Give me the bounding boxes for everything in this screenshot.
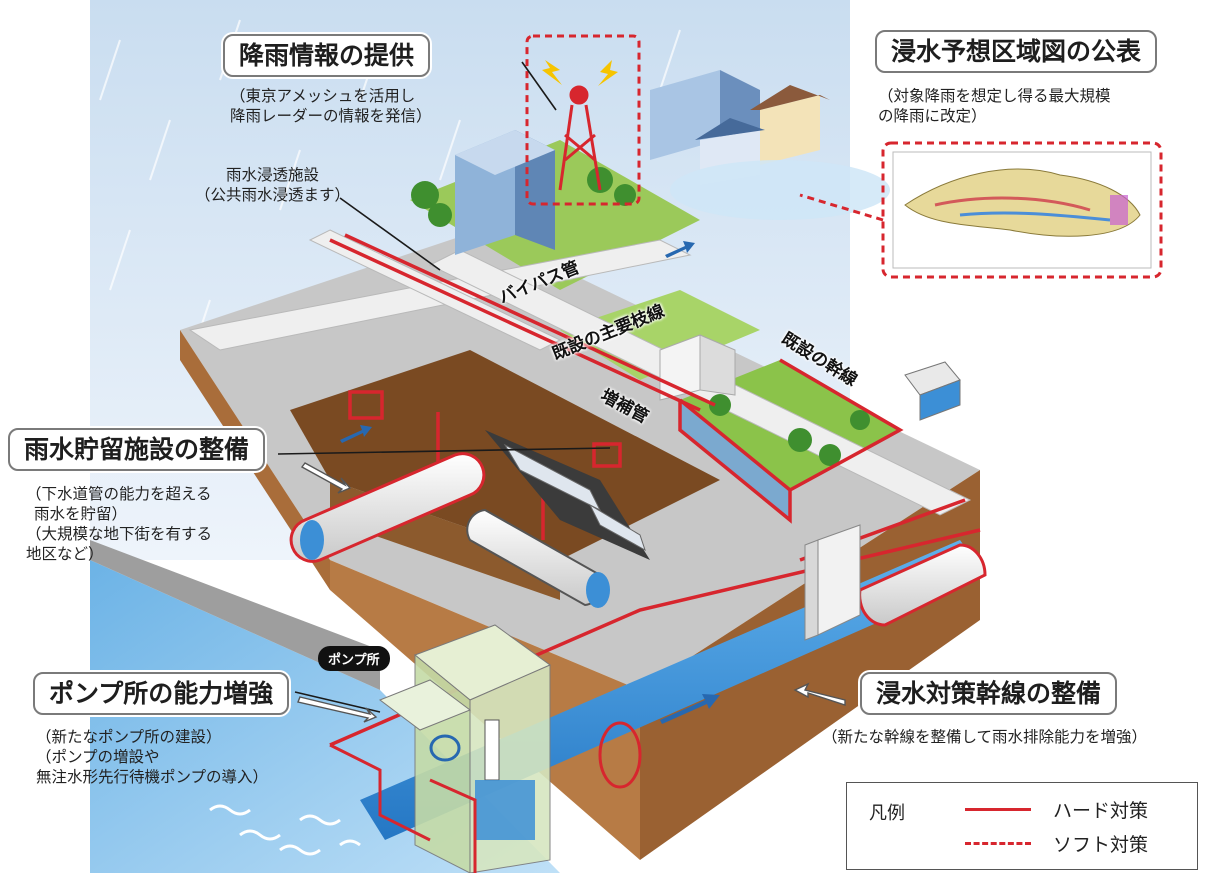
river-waves: [209, 804, 361, 856]
legend-label-hard: ハード対策: [1053, 799, 1149, 822]
tree-icon: [411, 167, 870, 466]
legend-swatch-dashed: [965, 841, 1031, 845]
outlet-box-icon: [904, 361, 961, 421]
pump-station-icon: [378, 624, 551, 873]
legend-item-hard: ハード対策: [965, 795, 1148, 823]
legend-item-soft: ソフト対策: [965, 829, 1148, 857]
flood-map-pointer: [799, 193, 884, 222]
callout-flood-map: 浸水予想区域図の公表: [875, 30, 1158, 74]
radar-tower-icon: [558, 85, 602, 191]
flood-map-thumbnail: [892, 151, 1152, 269]
note-line: （大規模な地下街を有する: [26, 525, 213, 544]
note-line: 雨水浸透施設: [226, 166, 320, 184]
radar-dashed-frame: [525, 34, 641, 206]
building-icon: [455, 130, 555, 255]
river-bank: [90, 540, 380, 690]
shaft-icon: [804, 524, 861, 641]
flow-arrow-icon: [660, 694, 720, 724]
note-line: 無注水形先行待機ポンプの導入）: [36, 768, 269, 787]
storage-pipe: [289, 452, 486, 563]
legend-label-soft: ソフト対策: [1053, 833, 1149, 856]
note-line: 雨水を貯留）: [34, 505, 128, 524]
note-line: （対象降雨を想定し得る最大規模: [878, 87, 1111, 105]
note-line: （東京アメッシュを活用し: [230, 87, 416, 105]
subway-train-icon: [503, 443, 646, 552]
outflow-channel: [329, 743, 477, 873]
flood-map-dashed-frame: [881, 141, 1163, 279]
storage-pipe: [466, 508, 610, 608]
callout-rain-info: 降雨情報の提供: [223, 34, 431, 78]
note-line: （下水道管の能力を超える: [26, 485, 212, 503]
note-rain-info: （東京アメッシュを活用し 降雨レーダーの情報を発信）: [230, 86, 432, 126]
note-pump: （新たなポンプ所の建設） （ポンプの増設や 無注水形先行待機ポンプの導入）: [36, 727, 268, 787]
legend: 凡例 ハード対策 ソフト対策: [846, 782, 1198, 870]
flow-arrow-icon: [340, 241, 695, 443]
note-line: （公共雨水浸透ます）: [195, 186, 351, 205]
hollow-arrow-icon: [297, 462, 846, 723]
note-flood-map: （対象降雨を想定し得る最大規模 の降雨に改定）: [878, 86, 1111, 126]
label-pump-station: ポンプ所: [318, 646, 390, 671]
note-line: 地区など）: [26, 545, 104, 564]
legend-swatch-solid: [965, 807, 1031, 811]
soil-right: [640, 470, 980, 860]
signal-bolt-icon: [542, 60, 618, 86]
note-storage: （下水道管の能力を超える 雨水を貯留） （大規模な地下街を有する 地区など）: [26, 484, 212, 565]
legend-title: 凡例: [869, 803, 905, 824]
callout-storage: 雨水貯留施設の整備: [8, 428, 266, 472]
note-line: （新たなポンプ所の建設）: [36, 728, 222, 746]
note-line: 降雨レーダーの情報を発信）: [230, 107, 432, 126]
note-trunk: （新たな幹線を整備して雨水排除能力を増強）: [822, 728, 1148, 746]
note-line: （ポンプの増設や: [36, 748, 160, 767]
callout-pump: ポンプ所の能力増強: [33, 672, 290, 716]
note-infiltration: 雨水浸透施設 （公共雨水浸透ます）: [195, 165, 350, 205]
callout-trunk: 浸水対策幹線の整備: [860, 672, 1118, 716]
note-line: の降雨に改定）: [878, 107, 987, 126]
park-right-side: [680, 400, 790, 520]
